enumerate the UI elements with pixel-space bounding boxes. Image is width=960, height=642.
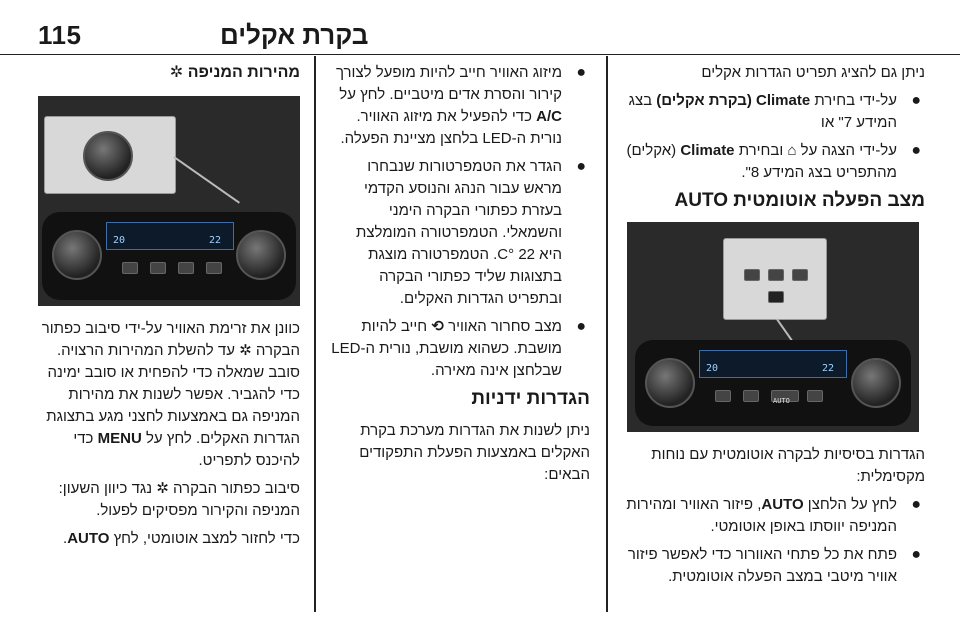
ac-instructions-list: ● מיזוג האוויר חייב להיות מופעל לצורך קי… — [330, 62, 590, 382]
left-column: מהירות המניפה ✲ 20 22 כוונן את זרימת האו… — [38, 62, 300, 556]
button-icon — [178, 262, 194, 274]
home-icon: ⌂ — [787, 142, 797, 159]
section-heading-manual: הגדרות ידניות — [471, 388, 590, 409]
recirculation-icon: ⟲ — [431, 318, 444, 335]
right-column: ניתן גם להציג תפריט הגדרות אקלים ● על-יד… — [620, 62, 925, 594]
column-divider — [606, 56, 608, 612]
button-icon — [807, 390, 823, 402]
bullet-icon: ● — [576, 318, 586, 335]
section-heading-fan-speed: מהירות המניפה ✲ — [169, 64, 300, 81]
fan-paragraph-2: סיבוב כפתור הבקרה ✲ נגד כיוון השעון: המנ… — [58, 480, 300, 519]
button-icon — [743, 390, 759, 402]
display-screen: 20 22 — [699, 350, 847, 378]
button-icon — [122, 262, 138, 274]
intro-text: ניתן גם להציג תפריט הגדרות אקלים — [701, 64, 925, 81]
bullet-icon: ● — [911, 496, 921, 513]
middle-column: ● מיזוג האוויר חייב להיות מופעל לצורך קי… — [330, 62, 590, 492]
photo-inset — [723, 238, 827, 320]
list-item: ● הגדר את הטמפרטורות שנבחרו מראש עבור הנ… — [355, 158, 586, 307]
fan-paragraph-1: כוונן את זרימת האוויר על-ידי סיבוב כפתור… — [41, 320, 300, 469]
left-knob — [52, 230, 102, 280]
fan-icon: ✲ — [169, 64, 184, 81]
section-heading-auto: מצב הפעלה אוטומטית AUTO — [674, 190, 926, 211]
fan-icon: ✲ — [239, 342, 252, 359]
list-item: ● על-ידי בחירת Climate (בקרת אקלים) בצג … — [628, 92, 921, 131]
button-icon — [150, 262, 166, 274]
button-icon — [206, 262, 222, 274]
bullet-icon: ● — [576, 64, 586, 81]
display-screen: 20 22 — [106, 222, 234, 250]
chapter-title: בקרת אקלים — [220, 20, 369, 50]
auto-button-icon: AUTO — [771, 390, 799, 405]
bullet-icon: ● — [911, 546, 921, 563]
column-divider — [314, 56, 316, 612]
right-knob — [851, 358, 901, 408]
list-item: ● על-ידי הצגה על ⌂ ובחירת Climate (אקלים… — [626, 142, 922, 181]
climate-panel-photo-auto: 20 22 AUTO — [627, 222, 919, 432]
manual-paragraph: ניתן לשנות את הגדרות מערכת בקרת האקלים ב… — [359, 422, 590, 483]
button-icon — [768, 269, 784, 281]
fan-knob-closeup — [83, 131, 133, 181]
list-item: ● לחץ על הלחצן AUTO, פיזור האוויר ומהירו… — [626, 496, 921, 535]
photo-inset — [44, 116, 176, 194]
button-icon — [744, 269, 760, 281]
page-header: 115 בקרת אקלים — [0, 0, 960, 55]
auto-button-icon — [768, 291, 784, 303]
leader-line — [173, 156, 240, 204]
climate-panel-photo-fan: 20 22 — [38, 96, 300, 306]
list-item: ● מיזוג האוויר חייב להיות מופעל לצורך קי… — [335, 64, 586, 147]
bullet-icon: ● — [576, 158, 586, 175]
right-knob — [236, 230, 286, 280]
button-icon — [792, 269, 808, 281]
fan-paragraph-3: כדי לחזור למצב אוטומטי, לחץ AUTO. — [63, 530, 300, 547]
page-number: 115 — [38, 20, 82, 50]
fan-icon: ✲ — [156, 480, 169, 497]
list-item: ● פתח את כל פתחי האוורור כדי לאפשר פיזור… — [627, 546, 921, 585]
bullet-icon: ● — [911, 142, 921, 159]
button-icon — [715, 390, 731, 402]
control-panel: 20 22 — [42, 212, 296, 300]
settings-intro: הגדרות בסיסיות לבקרה אוטומטית עם נוחות מ… — [651, 446, 925, 485]
bullet-icon: ● — [911, 92, 921, 109]
control-panel: 20 22 AUTO — [635, 340, 911, 426]
list-item: ● מצב סחרור האוויר ⟲ חייב להיות מושבת. כ… — [331, 318, 586, 379]
menu-access-list: ● על-ידי בחירת Climate (בקרת אקלים) בצג … — [620, 90, 925, 184]
left-knob — [645, 358, 695, 408]
auto-settings-list: ● לחץ על הלחצן AUTO, פיזור האוויר ומהירו… — [620, 494, 925, 588]
